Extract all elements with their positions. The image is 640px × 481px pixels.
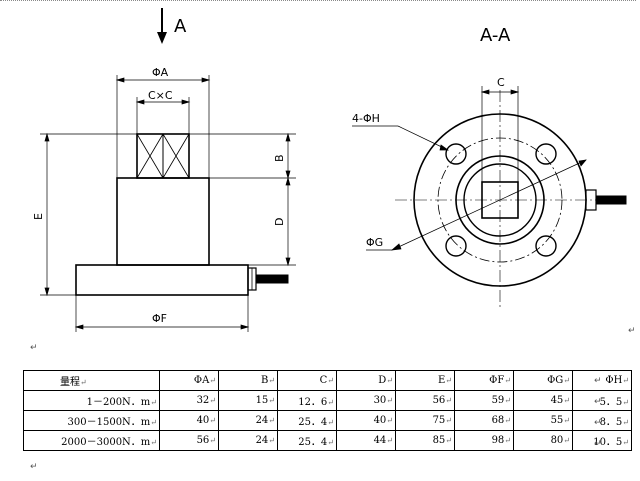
row-end-mark: ↵ <box>594 397 602 407</box>
header-b: B↵ <box>218 370 278 391</box>
front-view <box>40 75 296 332</box>
header-a: ΦA↵ <box>159 370 219 391</box>
table-header-row: 量程↵ ΦA↵ B↵ C↵ D↵ E↵ ΦF↵ ΦG↵ ΦH↵ <box>23 370 632 391</box>
dim-label-h: 4-ΦH <box>352 112 380 125</box>
paragraph-mark-right: ↵ <box>628 326 636 336</box>
header-range: 量程↵ <box>23 370 160 391</box>
spec-table: 量程↵ ΦA↵ B↵ C↵ D↵ E↵ ΦF↵ ΦG↵ ΦH↵ 1－200N．m… <box>23 370 632 451</box>
paragraph-mark: ↵ <box>30 343 38 353</box>
technical-drawing: A <box>32 8 627 332</box>
row-end-mark: ↵ <box>594 418 602 428</box>
header-d: D↵ <box>336 370 396 391</box>
table-row: 1－200N．m↵ 32↵ 15↵ 12．6↵ 30↵ 56↵ 59↵ 45↵ … <box>23 390 632 411</box>
dim-label-cxc: C×C <box>148 89 173 102</box>
dim-label-f: ΦF <box>152 312 167 325</box>
table-row: 2000－3000N．m↵ 56↵ 24↵ 25．4↵ 44↵ 85↵ 98↵ … <box>23 430 632 451</box>
section-view <box>352 86 627 310</box>
header-f: ΦF↵ <box>454 370 514 391</box>
view-arrow: A <box>157 8 187 44</box>
dim-label-g: ΦG <box>366 236 383 249</box>
table-row: 300－1500N．m↵ 40↵ 24↵ 25．4↵ 40↵ 75↵ 68↵ 5… <box>23 410 632 431</box>
row-end-mark: ↵ <box>594 439 602 449</box>
dim-label-e: E <box>32 213 45 220</box>
header-e: E↵ <box>395 370 455 391</box>
dim-label-b: B <box>273 154 286 162</box>
row-end-mark: ↵ <box>594 376 602 386</box>
header-h: ΦH↵ <box>572 370 632 391</box>
dim-label-a: ΦA <box>152 66 169 79</box>
view-arrow-label: A <box>174 16 187 37</box>
paragraph-mark-bottom: ↵ <box>30 462 38 472</box>
header-g: ΦG↵ <box>513 370 573 391</box>
dim-label-c: C <box>497 76 505 89</box>
section-title: A-A <box>480 25 511 46</box>
dim-label-d: D <box>273 218 286 226</box>
page-top-border <box>0 0 636 5</box>
header-c: C↵ <box>277 370 337 391</box>
